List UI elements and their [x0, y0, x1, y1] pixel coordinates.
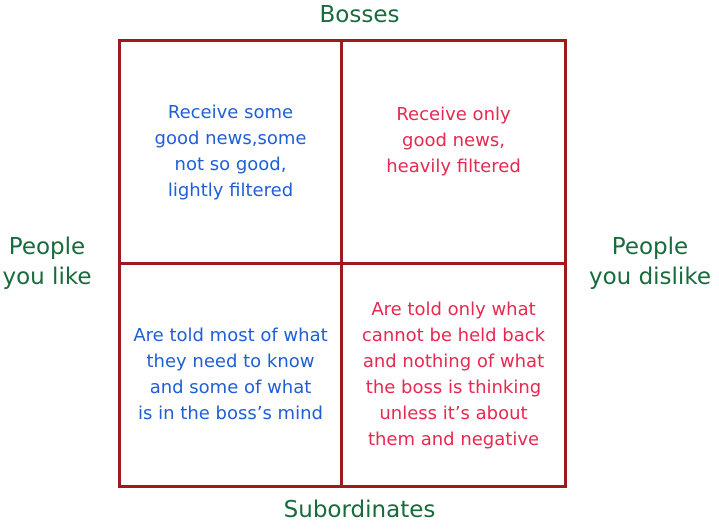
left-axis-label: People you like	[2, 234, 92, 290]
quadrant-subordinates-liked: Are told most of what they need to know …	[133, 325, 328, 424]
top-axis-label: Bosses	[319, 2, 400, 28]
quadrant-bosses-liked: Receive some good news,some not so good,…	[154, 102, 307, 201]
quadrant-bosses-disliked: Receive only good news, heavily filtered	[386, 104, 521, 177]
horizontal-divider	[118, 262, 567, 265]
bottom-axis-label: Subordinates	[283, 497, 436, 523]
right-axis-label: People you dislike	[589, 234, 711, 290]
quadrant-subordinates-disliked: Are told only what cannot be held back a…	[361, 299, 546, 450]
